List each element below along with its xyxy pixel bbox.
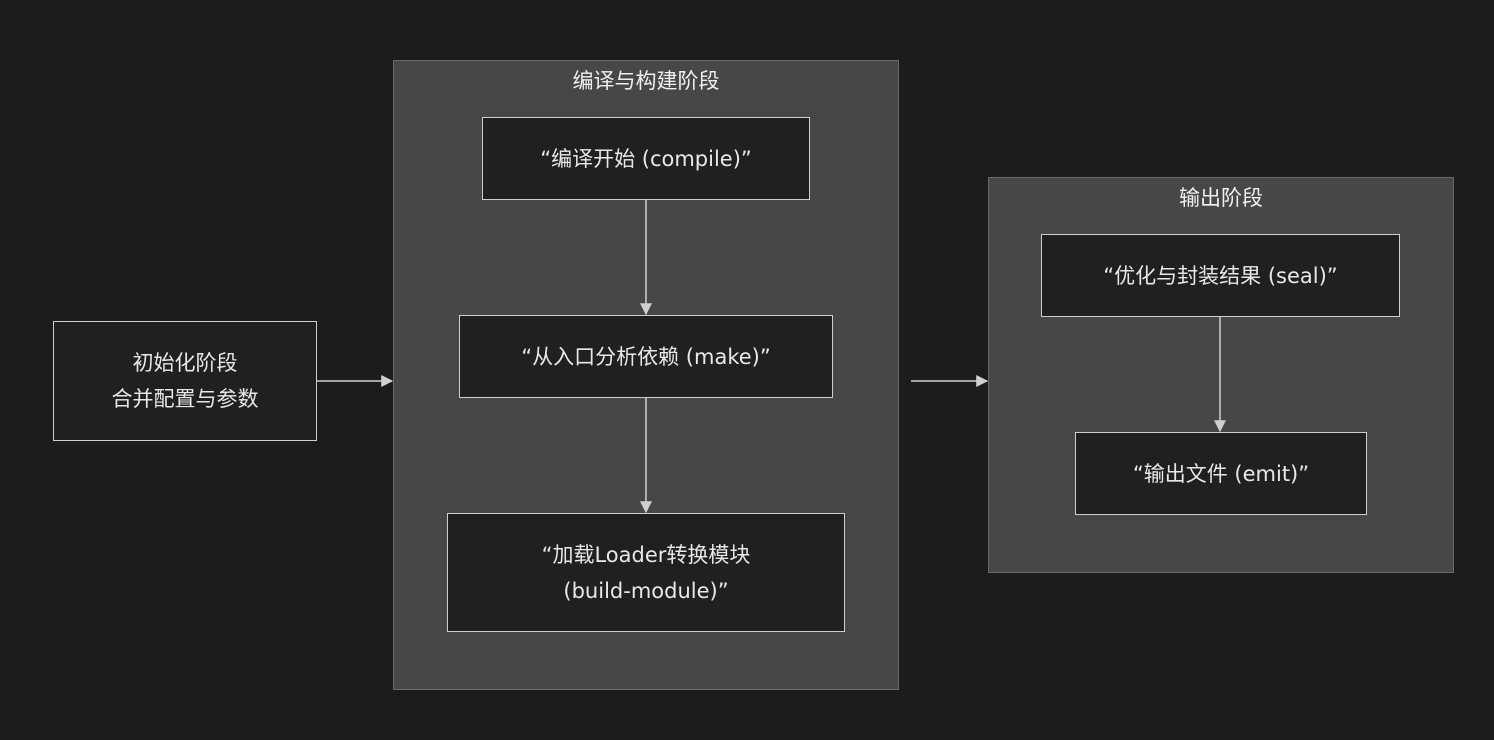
node-build-line2: (build-module)” [563,578,729,603]
node-make-label: “从入口分析依赖 (make)” [521,344,771,369]
node-init-line1: 初始化阶段 [132,351,238,375]
cluster-title-compile-stage: 编译与构建阶段 [572,69,720,93]
cluster-title-output-stage: 输出阶段 [1179,186,1263,210]
node-emit[interactable]: “输出文件 (emit)” [1075,432,1367,515]
node-init[interactable]: 初始化阶段 合并配置与参数 [53,321,317,441]
node-init-line2: 合并配置与参数 [111,387,259,411]
node-emit-label: “输出文件 (emit)” [1132,461,1310,486]
node-make[interactable]: “从入口分析依赖 (make)” [459,315,833,398]
node-compile-label: “编译开始 (compile)” [540,146,752,171]
node-compile[interactable]: “编译开始 (compile)” [482,117,810,200]
node-build[interactable]: “加载Loader转换模块 (build-module)” [447,513,845,632]
node-seal[interactable]: “优化与封装结果 (seal)” [1041,234,1400,317]
node-build-line1: “加载Loader转换模块 [541,542,751,567]
node-seal-label: “优化与封装结果 (seal)” [1103,263,1338,288]
